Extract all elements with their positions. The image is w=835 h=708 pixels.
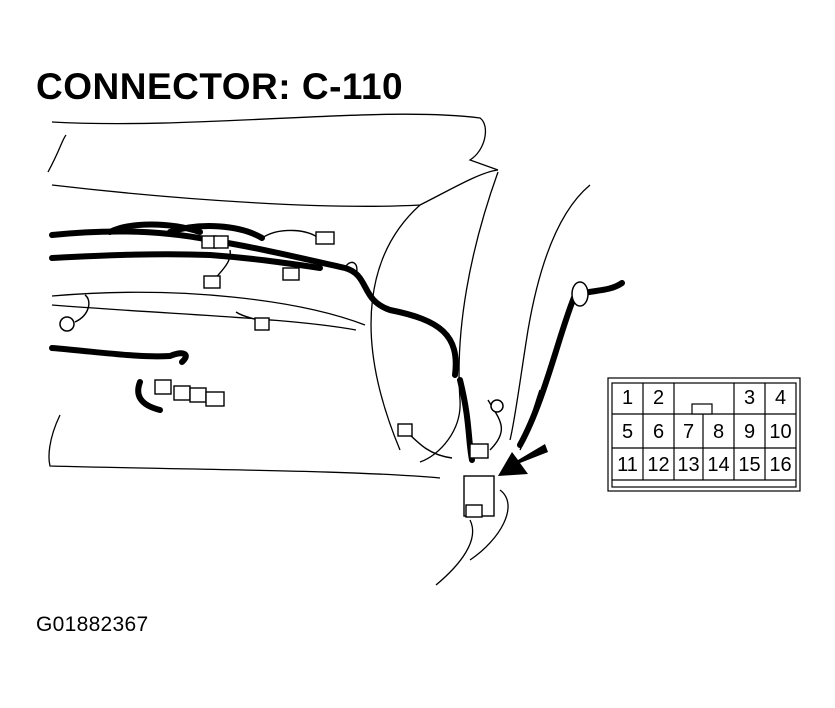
pin-label: 4: [774, 387, 787, 409]
pin-label: 13: [677, 454, 700, 476]
pin-label: 11: [617, 454, 638, 476]
pin-label: 5: [621, 421, 634, 443]
pin-label: 7: [682, 421, 695, 443]
pin-label: 1: [621, 387, 634, 409]
diagram-title: CONNECTOR: C-110: [36, 66, 404, 107]
pin-label: 14: [707, 454, 730, 476]
pin-label: 6: [652, 421, 665, 443]
pin-label: 8: [712, 421, 725, 443]
pin-label: 3: [743, 387, 756, 409]
pin-label: 16: [769, 454, 792, 476]
figure-id: G01882367: [36, 613, 149, 636]
pin-label: 2: [652, 387, 665, 409]
pin-label: 15: [738, 454, 761, 476]
pin-label: 10: [769, 421, 792, 443]
pin-label: 9: [743, 421, 756, 443]
pin-label: 12: [647, 454, 670, 476]
